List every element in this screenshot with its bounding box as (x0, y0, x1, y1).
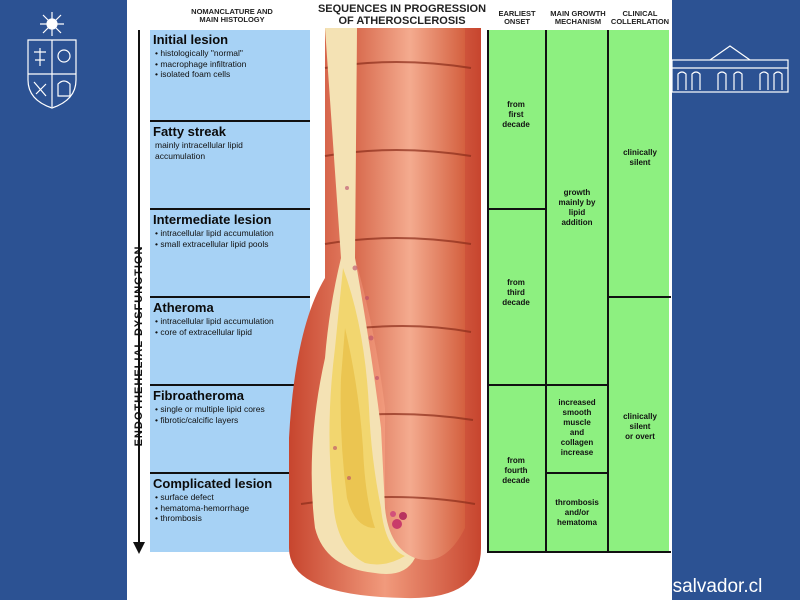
divider (150, 384, 310, 386)
header-sequences: SEQUENCES IN PROGRESSION OF ATHEROSCLERO… (317, 3, 487, 27)
column-divider (545, 30, 547, 552)
lesion-title: Fibroatheroma (153, 388, 245, 403)
growth-lipid-addition: growth mainly by lipid addition (558, 188, 596, 227)
lesion-detail-item: accumulation (155, 150, 206, 161)
growth-divider (547, 472, 607, 474)
divider (150, 296, 310, 298)
clinical-divider (609, 296, 671, 298)
lesion-detail-item: • surface defect (155, 492, 214, 502)
growth-column (547, 30, 607, 552)
divider (150, 120, 310, 122)
dysfunction-arrow-line (138, 30, 140, 546)
growth-thrombosis: thrombosis and/or hematoma (555, 498, 599, 527)
building-logo (671, 45, 789, 93)
header-nomenclature: NOMANCLATURE AND MAIN HISTOLOGY (191, 7, 273, 24)
lesion-detail-item: • thrombosis (155, 513, 202, 523)
lesion-box-fibroatheroma: Fibroatheroma • single or multiple lipid… (150, 386, 310, 472)
lesion-title: Initial lesion (153, 32, 229, 47)
lesion-box-complicated: Complicated lesion • surface defect• hem… (150, 474, 310, 552)
onset-column (487, 30, 545, 552)
onset-third-decade: from third decade (502, 278, 530, 307)
header-onset: EARLIEST ONSET (498, 9, 536, 26)
lesion-title: Complicated lesion (153, 476, 273, 491)
side-label: ENDOTHEHELIAL DYSFUNCTION (133, 245, 145, 447)
lesion-box-atheroma: Atheroma • intracellular lipid accumulat… (150, 298, 310, 384)
column-divider (487, 30, 489, 552)
lesion-details: • surface defect• hematoma-hemorrhage• t… (155, 492, 249, 524)
atherosclerosis-figure: NOMANCLATURE AND MAIN HISTOLOGY SEQUENCE… (127, 0, 672, 600)
clinical-silent: clinically silent (623, 148, 657, 167)
table-bottom-line (487, 551, 671, 553)
footer-url: hsalvador.cl (662, 576, 763, 597)
dysfunction-arrow-head (133, 542, 145, 554)
lesion-detail-item: • single or multiple lipid cores (155, 404, 265, 414)
column-divider (607, 30, 609, 552)
onset-divider (487, 384, 547, 386)
lesion-detail-item: • intracellular lipid accumulation (155, 228, 274, 238)
lesion-detail-item: • intracellular lipid accumulation (155, 316, 274, 326)
divider (150, 208, 310, 210)
lesion-title: Intermediate lesion (153, 212, 272, 227)
lesion-detail-item: • histologically "normal" (155, 48, 243, 58)
header-clinical: CLINICAL COLLERLATION (610, 9, 670, 26)
lesion-detail-item: mainly intracellular lipid (155, 140, 243, 150)
clinical-column (609, 30, 669, 552)
lesion-detail-item: • core of extracellular lipid (155, 326, 252, 337)
university-crest-logo (27, 12, 77, 109)
growth-divider (547, 384, 607, 386)
onset-fourth-decade: from fourth decade (502, 456, 530, 485)
lesion-title: Fatty streak (153, 124, 226, 139)
lesion-title: Atheroma (153, 300, 214, 315)
artery-illustration (289, 28, 481, 599)
onset-first-decade: from first decade (502, 100, 530, 129)
lesion-detail-item: • macrophage infiltration (155, 58, 247, 69)
lesion-box-intermediate: Intermediate lesion • intracellular lipi… (150, 210, 310, 296)
lesion-details: • intracellular lipid accumulation• core… (155, 316, 274, 337)
growth-smooth-muscle: increased smooth muscle and collagen inc… (558, 398, 596, 457)
lesion-details: • histologically "normal"• macrophage in… (155, 48, 246, 80)
lesion-detail-item: • hematoma-hemorrhage (155, 502, 250, 513)
lesion-detail-item: • fibrotic/calcific layers (155, 414, 239, 425)
clinical-silent-or-overt: clinically silent or overt (623, 412, 657, 441)
divider (150, 472, 310, 474)
onset-divider (487, 208, 547, 210)
lesion-details: • single or multiple lipid cores• fibrot… (155, 404, 265, 425)
lesion-detail-item: • isolated foam cells (155, 69, 231, 79)
lesion-detail-item: • small extracellular lipid pools (155, 238, 269, 249)
lesion-details: • intracellular lipid accumulation• smal… (155, 228, 274, 249)
lesion-box-initial: Initial lesion • histologically "normal"… (150, 30, 310, 120)
header-growth: MAIN GROWTH MECHANISM (550, 9, 606, 26)
